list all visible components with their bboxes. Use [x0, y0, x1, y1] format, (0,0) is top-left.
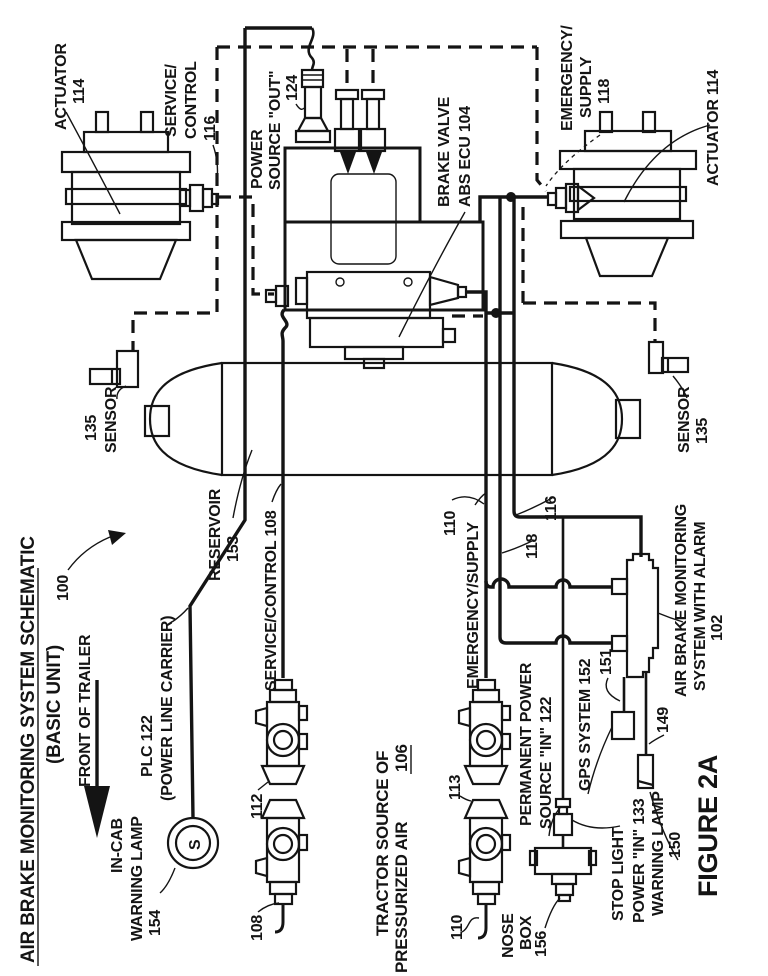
label-tractor-2: PRESSURIZED AIR	[392, 822, 411, 973]
label-power-out-ref: 124	[284, 75, 301, 101]
air-brake-monitor-unit	[610, 552, 660, 679]
front-of-trailer-arrow-icon	[84, 680, 110, 838]
label-incab-1: IN-CAB	[109, 818, 126, 873]
plc-symbol: S	[187, 839, 204, 850]
label-emergency-top-ref: 118	[596, 78, 613, 104]
inline-connector-133	[552, 797, 574, 837]
label-sensor-right: SENSOR	[676, 386, 693, 453]
warning-lamp-150	[636, 753, 655, 790]
label-monitor-2: SYSTEM WITH ALARM	[692, 522, 709, 691]
label-plc-2: (POWER LINE CARRIER)	[159, 616, 176, 801]
label-emergency-line: EMERGENCY/SUPPLY	[465, 522, 482, 689]
label-service-top-1: SERVICE/	[163, 63, 180, 137]
left-sensor	[88, 349, 140, 389]
label-service-top-2: CONTROL	[183, 61, 200, 139]
label-tractor-1: TRACTOR SOURCE OF	[373, 751, 392, 936]
label-incab-2: WARNING LAMP	[129, 816, 146, 941]
label-nose-ref: 156	[533, 931, 550, 957]
label-actuator-left: ACTUATOR	[53, 43, 70, 130]
label-sensor-left-ref: 135	[83, 415, 100, 441]
label-stoplight-2: POWER "IN" 133	[631, 798, 648, 923]
label-incab-ref: 154	[147, 910, 164, 936]
label-service-line: SERVICE/CONTROL 108	[263, 510, 280, 691]
right-brake-actuator	[546, 110, 698, 278]
label-ref-110: 110	[449, 914, 466, 940]
label-sensor-right-ref: 135	[694, 418, 711, 444]
page-subtitle: (BASIC UNIT)	[44, 645, 65, 764]
label-sensor-left: SENSOR	[103, 386, 120, 453]
label-warning-lamp: WARNING LAMP	[650, 791, 667, 916]
label-tractor-ref: 106	[392, 744, 411, 772]
label-ref-113: 113	[447, 774, 464, 800]
figure-caption: FIGURE 2A	[693, 755, 723, 897]
label-emergency-line-ref: 110	[442, 510, 459, 536]
label-nose-1: NOSE	[500, 913, 517, 958]
label-ref-108: 108	[249, 915, 266, 941]
plug-arrow-icon	[366, 152, 382, 174]
power-out-connector	[294, 68, 332, 144]
label-gps: GPS SYSTEM 152	[577, 658, 594, 791]
label-ref-151: 151	[598, 649, 615, 675]
solid-lines	[188, 26, 648, 940]
label-nose-2: BOX	[518, 915, 535, 950]
label-monitor-ref: 102	[709, 615, 726, 641]
label-front-of-trailer: FRONT OF TRAILER	[77, 634, 94, 787]
label-stoplight-1: STOP LIGHT	[610, 827, 627, 921]
text-labels: ACTUATOR 114 SERVICE/ CONTROL 116 POWER …	[18, 25, 726, 973]
label-brake-valve-1: BRAKE VALVE	[436, 96, 453, 207]
plug-arrow-icon	[340, 152, 356, 174]
label-service-top-ref: 116	[202, 115, 219, 141]
plc-lamp: S	[166, 816, 220, 870]
ref-100-arrow-icon	[108, 530, 126, 545]
label-brake-valve-2: ABS ECU 104	[457, 106, 474, 207]
label-permanent-1: PERMANENT POWER	[518, 662, 535, 826]
label-permanent-2: SOURCE "IN" 122	[538, 696, 555, 829]
reservoir	[143, 361, 642, 477]
leader-lines	[37, 103, 711, 966]
label-actuator-right: ACTUATOR 114	[705, 70, 722, 186]
brake-valve-abs-ecu	[264, 88, 485, 370]
label-warning-lamp-ref: 150	[667, 832, 684, 858]
glad-hand-couplers-113	[457, 678, 512, 906]
label-ref-112: 112	[249, 793, 266, 819]
glad-hand-couplers-112	[254, 678, 309, 906]
label-ref-100: 100	[55, 575, 72, 601]
label-reservoir-ref: 153	[225, 536, 242, 562]
label-ref-149: 149	[655, 707, 672, 733]
label-power-out-1: POWER	[249, 129, 266, 189]
label-ref-116: 116	[543, 495, 560, 521]
gps-unit	[610, 710, 636, 741]
left-brake-actuator	[60, 110, 220, 281]
label-actuator-left-ref: 114	[71, 78, 88, 104]
label-emergency-top-2: SUPPLY	[578, 56, 595, 118]
right-sensor	[647, 340, 690, 375]
label-power-out-2: SOURCE "OUT"	[267, 71, 284, 190]
page-title: AIR BRAKE MONITORING SYSTEM SCHEMATIC	[18, 536, 39, 963]
label-reservoir: RESERVOIR	[207, 488, 224, 581]
label-ref-118: 118	[524, 533, 541, 559]
nose-box	[528, 846, 598, 903]
label-plc-1: PLC 122	[139, 715, 156, 777]
label-monitor-1: AIR BRAKE MONITORING	[673, 504, 690, 697]
label-emergency-top-1: EMERGENCY/	[559, 25, 576, 131]
